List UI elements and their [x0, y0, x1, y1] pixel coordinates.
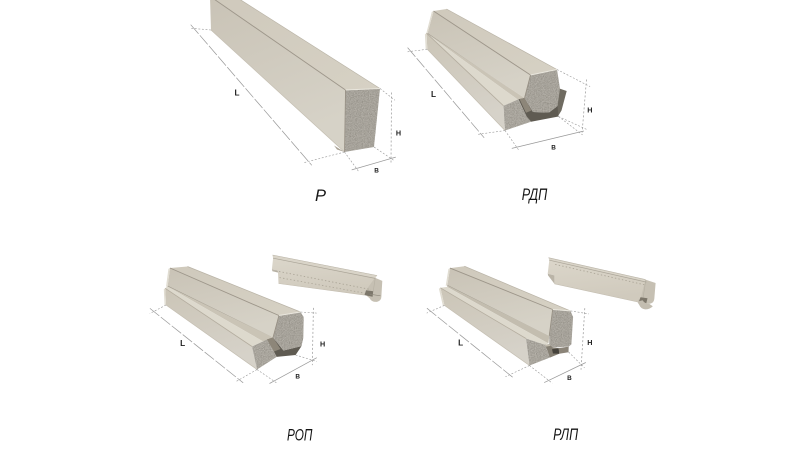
svg-text:L: L — [234, 89, 239, 98]
svg-text:H: H — [320, 339, 325, 348]
svg-text:РОП: РОП — [287, 425, 313, 444]
svg-text:B: B — [551, 145, 556, 152]
svg-text:B: B — [295, 373, 300, 380]
svg-text:L: L — [180, 339, 185, 348]
svg-text:H: H — [396, 128, 401, 137]
svg-text:B: B — [374, 168, 379, 175]
svg-text:L: L — [458, 339, 463, 348]
svg-text:L: L — [431, 90, 436, 99]
svg-text:РЛП: РЛП — [553, 426, 578, 444]
svg-text:H: H — [587, 105, 592, 114]
svg-text:H: H — [587, 338, 592, 347]
svg-text:B: B — [567, 375, 572, 382]
svg-text:РДП: РДП — [522, 186, 548, 204]
svg-text:Р: Р — [315, 187, 326, 205]
